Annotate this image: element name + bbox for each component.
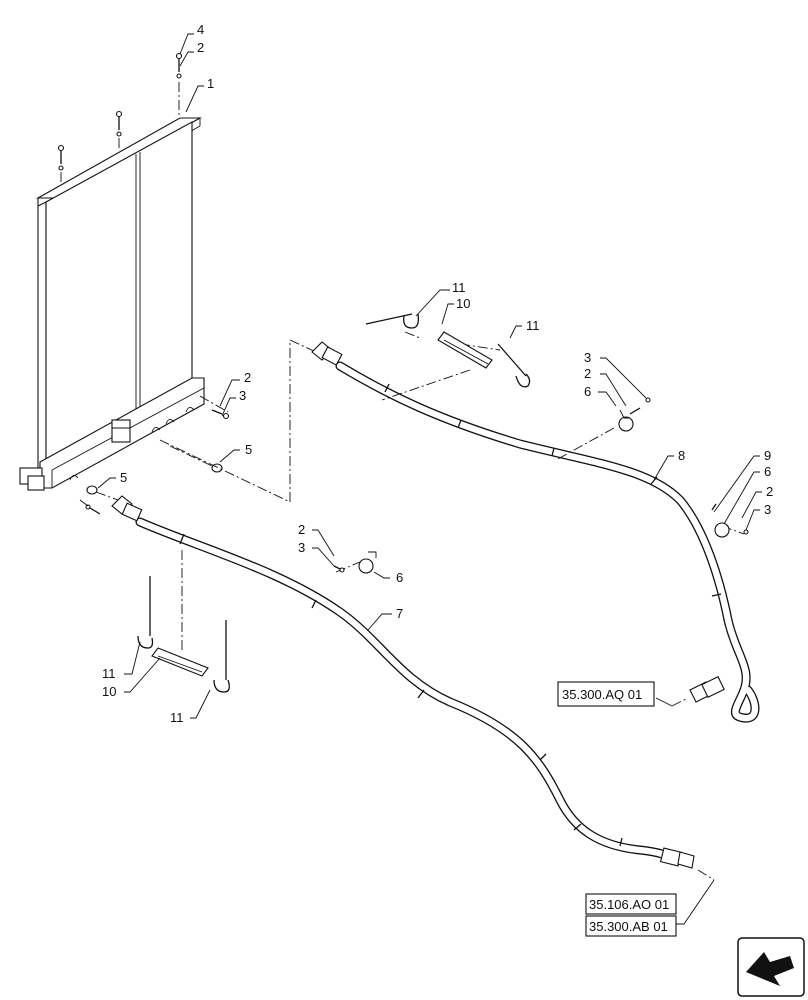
clip-11-upper-left: [365, 313, 420, 329]
reference-ao-label: 35.106.AO 01: [589, 897, 669, 912]
hose-7: [111, 495, 695, 869]
callout-3-mid: 3: [298, 540, 305, 555]
reference-aq-label: 35.300.AQ 01: [562, 687, 642, 702]
direction-arrow-icon[interactable]: [737, 937, 805, 997]
callout-7: 7: [396, 606, 403, 621]
callout-labels: 4 2 1 2 3 5 5 11 10 11 3 2 6 8 9 6 2 3 2…: [102, 22, 773, 725]
clip-11-lower-left: [137, 576, 154, 649]
callout-2-top: 2: [197, 40, 204, 55]
callout-1: 1: [207, 76, 214, 91]
callout-11-lower-b: 11: [170, 710, 184, 725]
screw-icon: [57, 144, 65, 171]
clip-11-upper-right: [497, 343, 531, 388]
screw-icon: [115, 110, 123, 137]
callout-2-mid: 2: [298, 522, 305, 537]
clamp-10-upper: [437, 331, 493, 369]
callout-6-right: 6: [584, 384, 591, 399]
callout-3-right: 3: [584, 350, 591, 365]
callout-5-left: 5: [120, 470, 127, 485]
callout-3-far: 3: [764, 502, 771, 517]
callout-2-right: 2: [584, 366, 591, 381]
callout-2-frame: 2: [244, 370, 251, 385]
callout-5-right: 5: [245, 442, 252, 457]
callout-11-upper-b: 11: [526, 318, 540, 333]
callout-10-upper: 10: [456, 296, 470, 311]
clamp-6-right: [618, 409, 634, 432]
screw-icon: [175, 52, 183, 79]
clamp-6-mid: [358, 551, 377, 574]
cooler-frame: [19, 52, 230, 515]
callout-6-far: 6: [764, 464, 771, 479]
reference-ao[interactable]: 35.106.AO 01: [585, 893, 677, 915]
reference-aq[interactable]: 35.300.AQ 01: [557, 681, 655, 707]
reference-ab[interactable]: 35.300.AB 01: [585, 915, 677, 937]
reference-ab-label: 35.300.AB 01: [589, 919, 668, 934]
callout-10-lower: 10: [102, 684, 116, 699]
clip-11-lower-right: [213, 620, 230, 693]
hose-8: [311, 341, 760, 723]
callout-9: 9: [764, 448, 771, 463]
callout-6-mid: 6: [396, 570, 403, 585]
callout-11-upper-a: 11: [452, 280, 466, 295]
callout-2-far: 2: [766, 484, 773, 499]
clamp-10-lower: [151, 647, 209, 677]
callout-4-top: 4: [197, 22, 204, 37]
callout-8: 8: [678, 448, 685, 463]
leader-lines: [97, 33, 762, 925]
callout-11-lower-a: 11: [102, 666, 116, 681]
clamp-6-far: [714, 522, 730, 538]
callout-3-frame: 3: [239, 388, 246, 403]
